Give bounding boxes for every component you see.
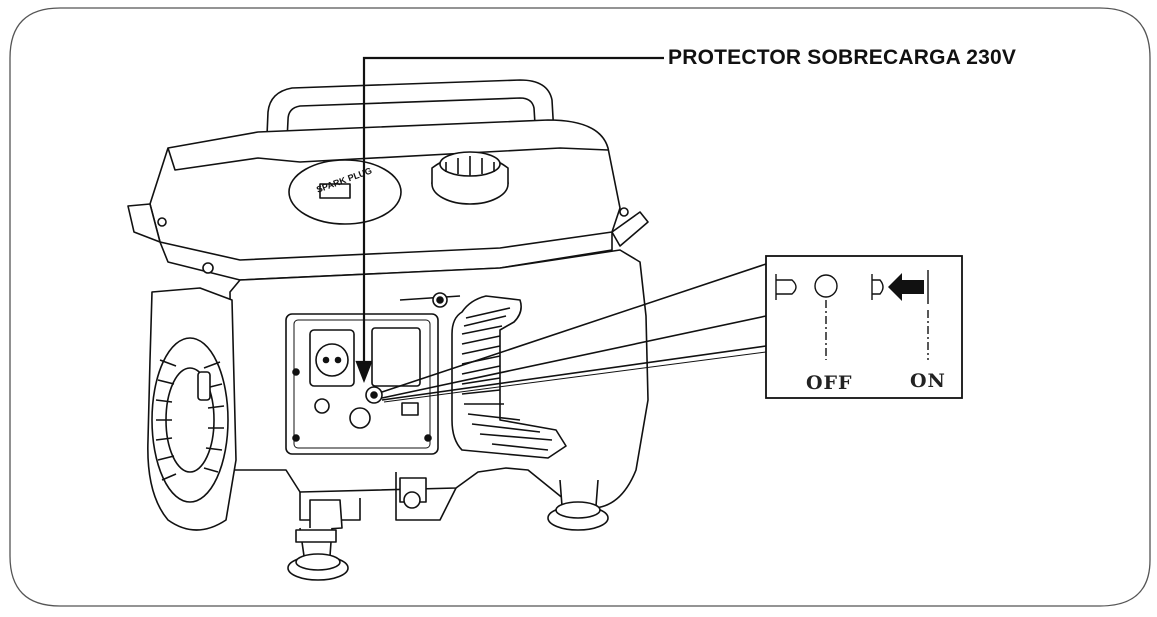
off-symbol bbox=[775, 274, 838, 360]
outer-frame bbox=[9, 7, 1151, 607]
left-foot bbox=[287, 527, 349, 581]
on-symbol bbox=[871, 270, 929, 360]
switch-detail-box bbox=[765, 255, 963, 399]
callout-leader bbox=[355, 56, 664, 384]
magnifier-lines bbox=[381, 263, 767, 403]
on-label: ON bbox=[910, 370, 946, 392]
recoil-starter bbox=[147, 287, 237, 531]
callout-title: PROTECTOR SOBRECARGA 230V bbox=[668, 46, 1017, 69]
side-vent bbox=[451, 295, 567, 459]
off-label: OFF bbox=[806, 372, 853, 394]
right-foot bbox=[547, 479, 609, 531]
fuel-cap bbox=[431, 151, 509, 205]
